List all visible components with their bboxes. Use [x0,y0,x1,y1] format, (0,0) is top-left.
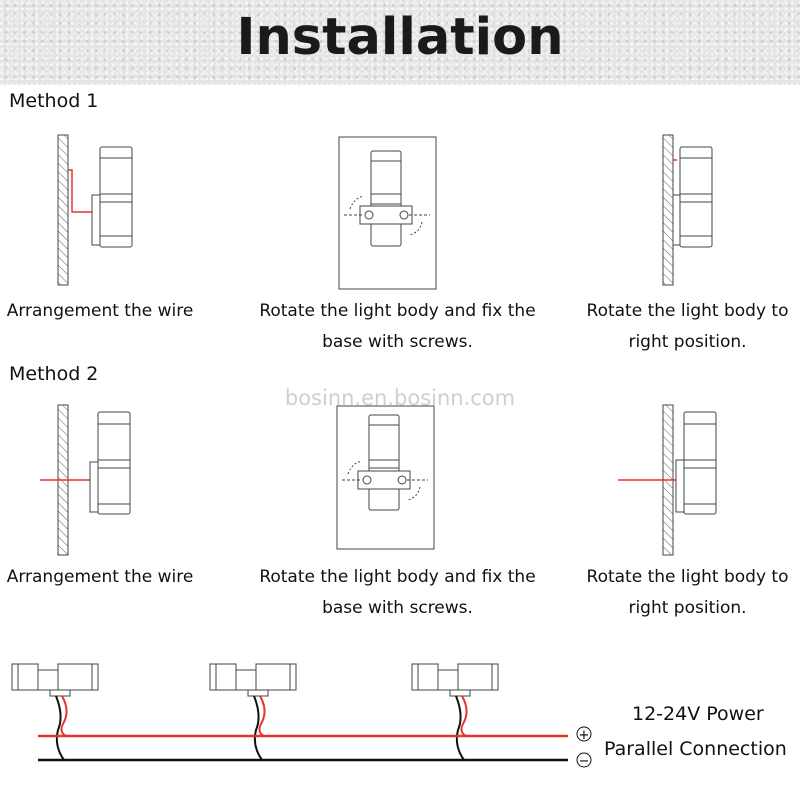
drop-wire-red-2 [258,695,266,737]
method-1-step-2-caption: Rotate the light body and fix the base w… [259,301,536,352]
method-1-step-2-diagram [338,136,437,290]
rotate-arrow-right [409,221,423,236]
screw-left [362,475,372,485]
light-body [99,146,133,248]
method-2-step-2-diagram [336,405,435,550]
title-banner: Installation [0,0,800,85]
drop-wire-red-1 [60,695,68,737]
method-2-step-1-caption: Arrangement the wire [6,567,194,587]
method-2-label: Method 2 [9,363,99,385]
rotate-arrow-right [407,486,421,501]
method-1-step-1-caption: Arrangement the wire [6,301,194,321]
method-2-step-1-diagram [40,404,131,556]
rotate-arrow-left [349,195,365,210]
light-unit-2 [209,663,297,697]
method-1-step-3-caption: Rotate the light body to right position. [586,301,789,352]
drop-wire-black-3 [455,695,465,761]
page-title: Installation [236,8,564,67]
light-body [97,411,131,515]
method-1-step-1-diagram [57,134,133,286]
connection-label: Parallel Connection [604,738,787,760]
mount-plate [672,194,681,246]
power-label: 12-24V Power [632,703,764,725]
plus-symbol [576,726,592,742]
method-2-step-2-caption: Rotate the light body and fix the base w… [259,567,536,618]
parallel-wiring-diagram: + − [11,663,592,769]
light-body [683,411,717,515]
minus-symbol [576,752,592,768]
mount-plate [91,194,101,246]
light-unit-1 [11,663,99,697]
mount-plate [675,459,685,513]
light-unit-3 [411,663,499,697]
screw-right [399,210,409,220]
mount-plate [89,461,99,513]
drop-wire-black-1 [55,695,65,761]
screw-right [397,475,407,485]
svg-text:+: + [579,728,590,743]
drop-wire-red-3 [460,695,468,737]
rotate-arrow-left [347,460,363,475]
wall [662,134,674,286]
method-1-step-3-diagram [662,134,713,286]
method-1-label: Method 1 [9,90,99,112]
drop-wire-black-2 [253,695,263,761]
method-2-step-3-diagram [618,404,717,556]
light-body [368,414,400,511]
red-wire [68,169,94,213]
wall [57,134,69,286]
svg-text:−: − [579,754,590,769]
light-body [370,150,402,247]
light-body [679,146,713,248]
method-2-step-3-caption: Rotate the light body to right position. [586,567,789,618]
screw-left [364,210,374,220]
